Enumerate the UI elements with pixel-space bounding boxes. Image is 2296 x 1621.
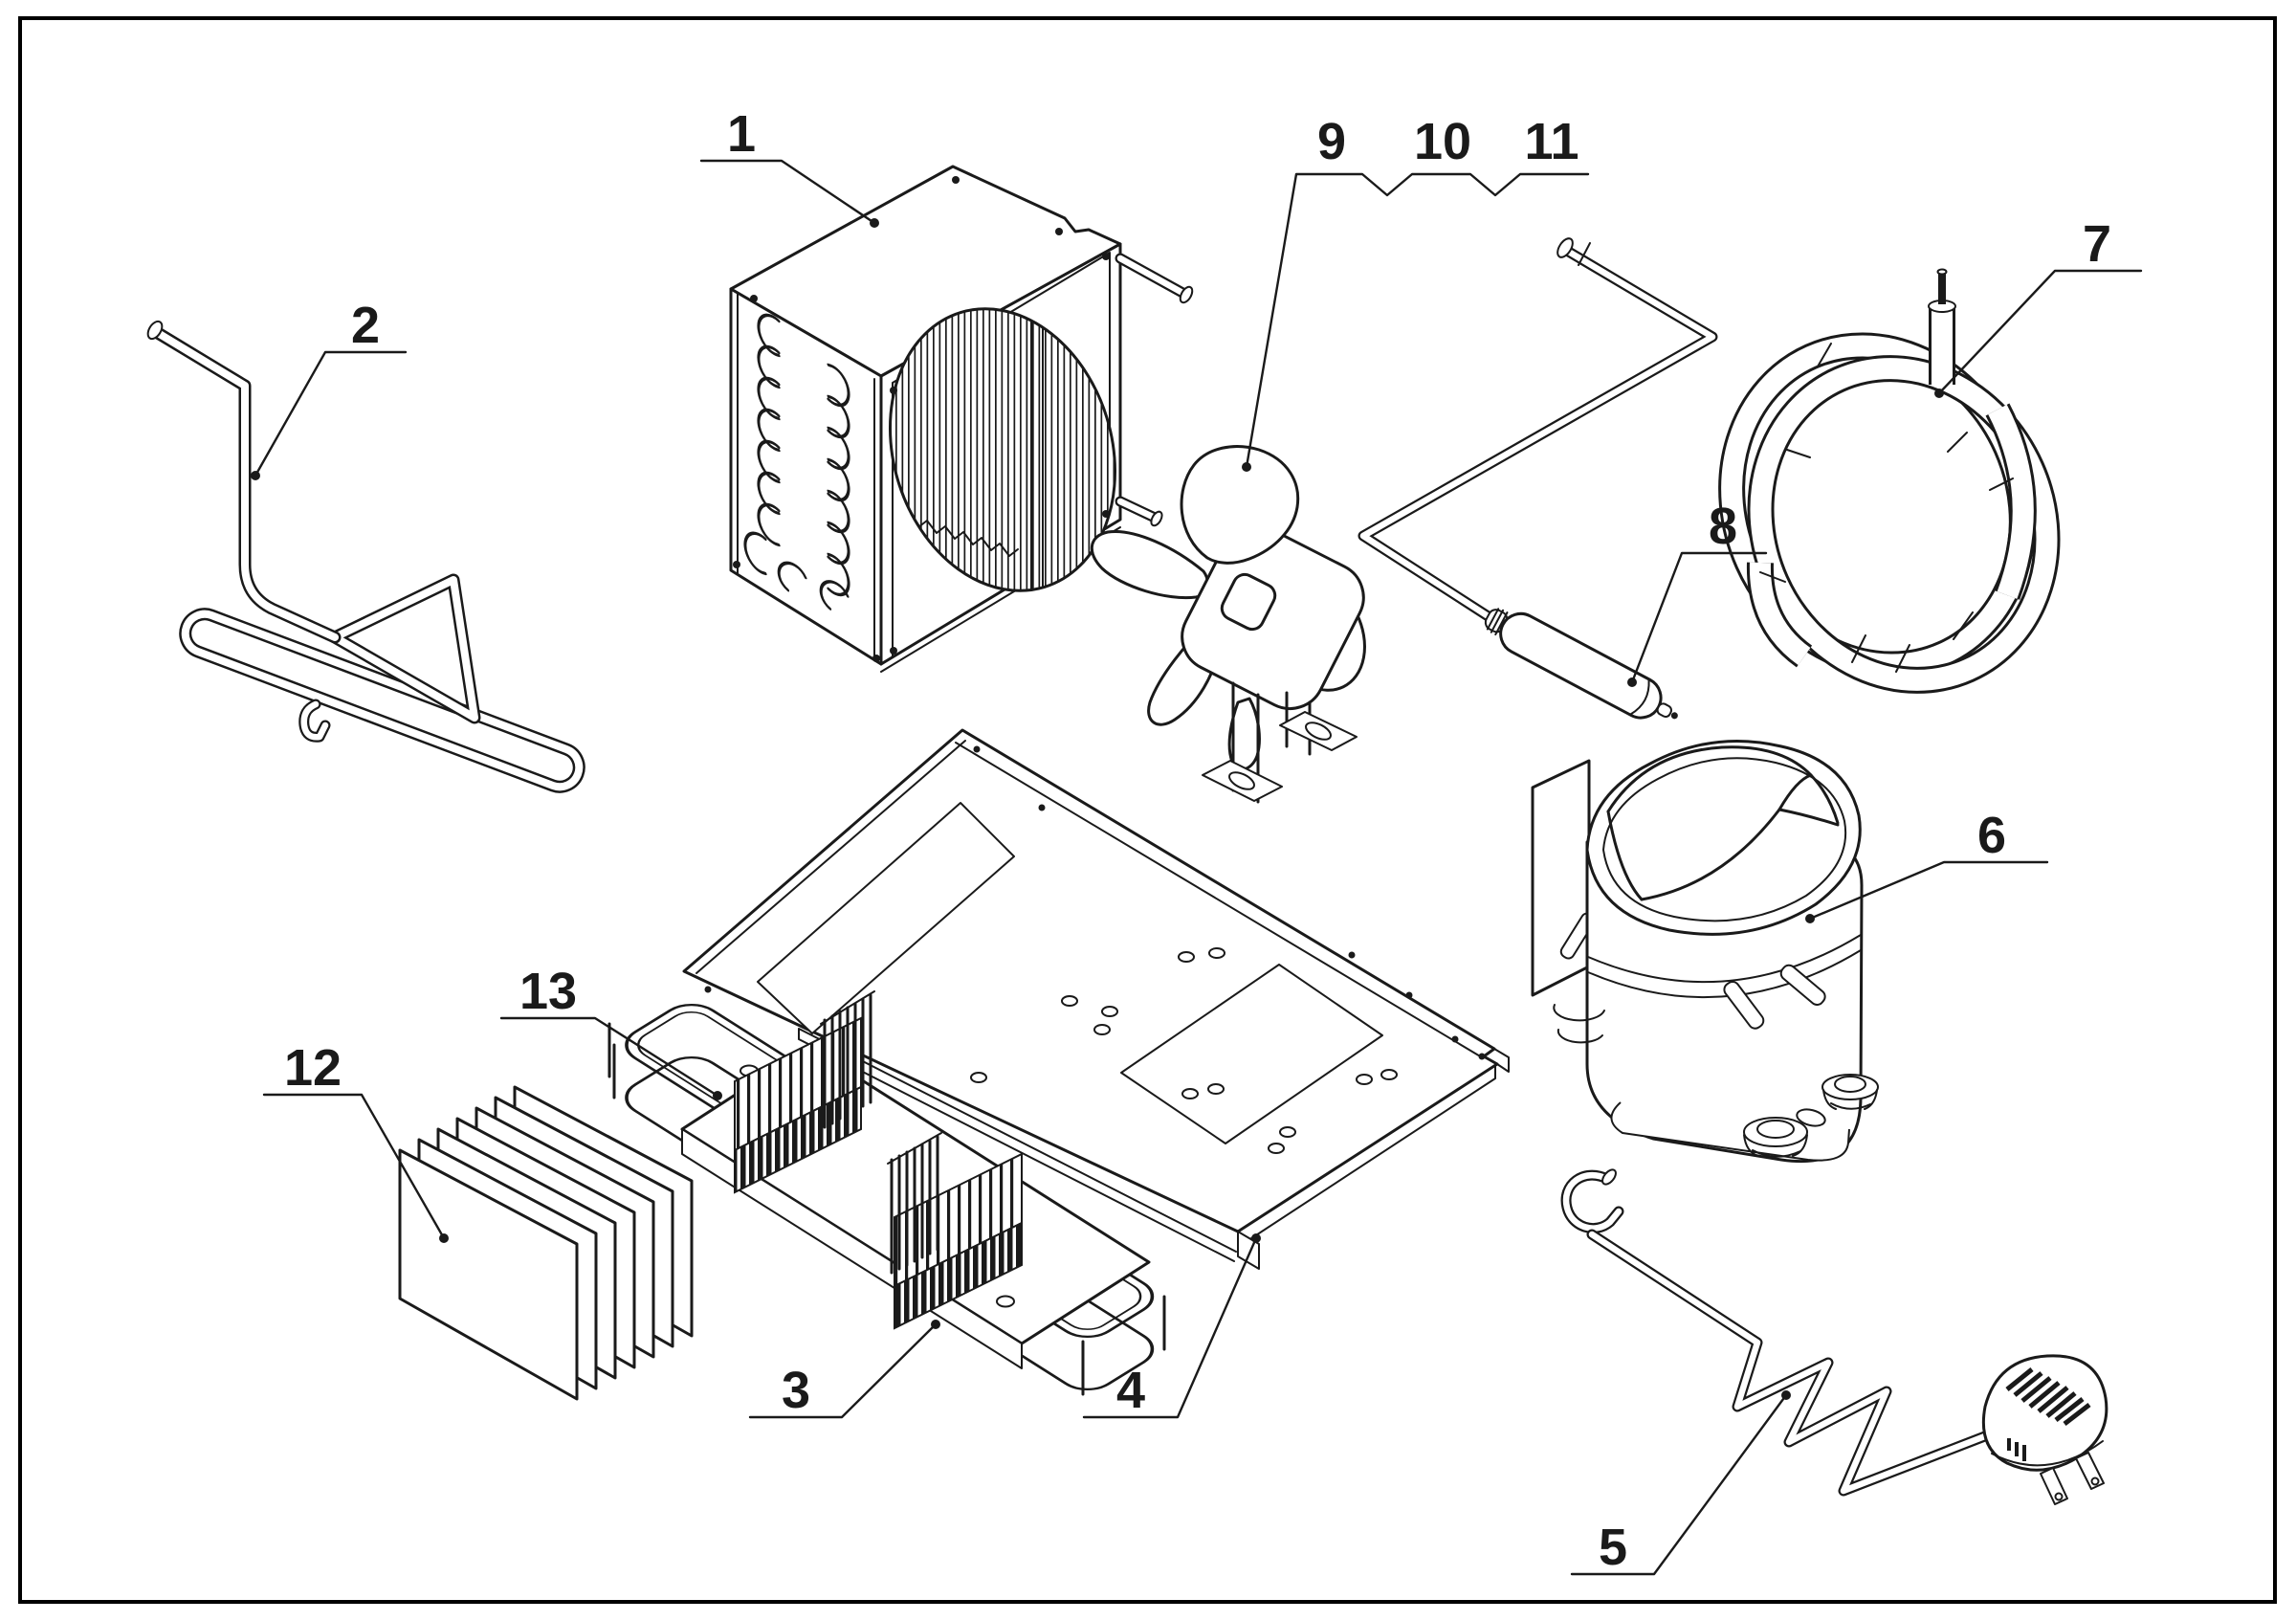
fan-blade-top (1180, 445, 1300, 565)
compressor-dome (1606, 745, 1840, 901)
fan-motor-body (1181, 523, 1365, 710)
callout-5: 5 (1570, 1390, 1791, 1576)
callout-2: 2 (251, 297, 408, 480)
callout-7: 7 (1934, 215, 2143, 398)
heatsink-block-left (734, 990, 875, 1194)
callout-6: 6 (1805, 807, 2049, 923)
part-7-coiled-tube (1718, 268, 2061, 694)
part-1-condenser (729, 165, 1194, 673)
condenser-rivets (733, 176, 1110, 662)
base-plate-cutout-left (757, 802, 1015, 1034)
callout-7-label: 7 (2083, 215, 2111, 273)
compressor-mount-plate (1531, 759, 1591, 997)
plug-face-hatch (2005, 1367, 2091, 1426)
part-9-fan (1091, 445, 1366, 804)
condenser-outlet-tube-lower (1115, 496, 1163, 527)
part-8-filter-drier (1484, 608, 1678, 720)
plug-side-marks (2007, 1438, 2026, 1461)
callout-4-label: 4 (1116, 1362, 1145, 1419)
coil-segment-marks (1759, 343, 2014, 673)
part-12-fin-plate-stack (398, 1085, 694, 1401)
part-5-power-cord (1560, 1168, 2108, 1505)
tube-frame-open-end (146, 320, 164, 341)
callout-4: 4 (1082, 1233, 1261, 1419)
fan-hub (1220, 572, 1277, 632)
callout-12-label: 12 (284, 1039, 342, 1097)
fan-bracket (1202, 681, 1358, 804)
callout-6-label: 6 (1977, 807, 2006, 864)
cord-hook-end (1601, 1168, 1617, 1186)
plug-body (1981, 1354, 2108, 1472)
callout-13-label: 13 (519, 963, 577, 1020)
callout-8-label: 8 (1709, 498, 1737, 555)
part-4-base-plate (682, 728, 1510, 1270)
part-6-compressor (1531, 739, 1879, 1164)
callout-1: 1 (699, 105, 879, 228)
callouts: 1 2 3 4 5 6 7 8 (251, 105, 2143, 1576)
condenser-outlet-tube-upper (1115, 253, 1194, 304)
heatsink-block-right (887, 1132, 1023, 1330)
callout-3-label: 3 (782, 1362, 810, 1419)
callout-9-10-11: 9 10 11 (1242, 113, 1590, 472)
part-10-11-connecting-tube (1358, 237, 1718, 623)
callout-11-label: 11 (1524, 113, 1578, 170)
callout-8: 8 (1627, 498, 1768, 687)
callout-1-label: 1 (727, 105, 756, 163)
part-3-heatsink-assembly (680, 990, 1151, 1369)
plug-prongs (2040, 1452, 2105, 1505)
tube-open-end (1556, 237, 1574, 258)
base-plate-holes (704, 745, 1486, 1154)
callout-2-label: 2 (351, 297, 380, 354)
callout-5-label: 5 (1599, 1519, 1627, 1576)
border-frame (18, 16, 2277, 1604)
callout-3: 3 (748, 1320, 940, 1419)
callout-9-label: 9 (1317, 113, 1346, 170)
part-2-tube-frame (146, 320, 585, 793)
callout-10-label: 10 (1414, 113, 1471, 170)
compressor-front-stubs (1723, 964, 1826, 1030)
condenser-coil-hooks (743, 313, 850, 611)
callout-13: 13 (499, 963, 722, 1100)
compressor-feet (1553, 1004, 1879, 1162)
callout-12: 12 (262, 1039, 449, 1243)
